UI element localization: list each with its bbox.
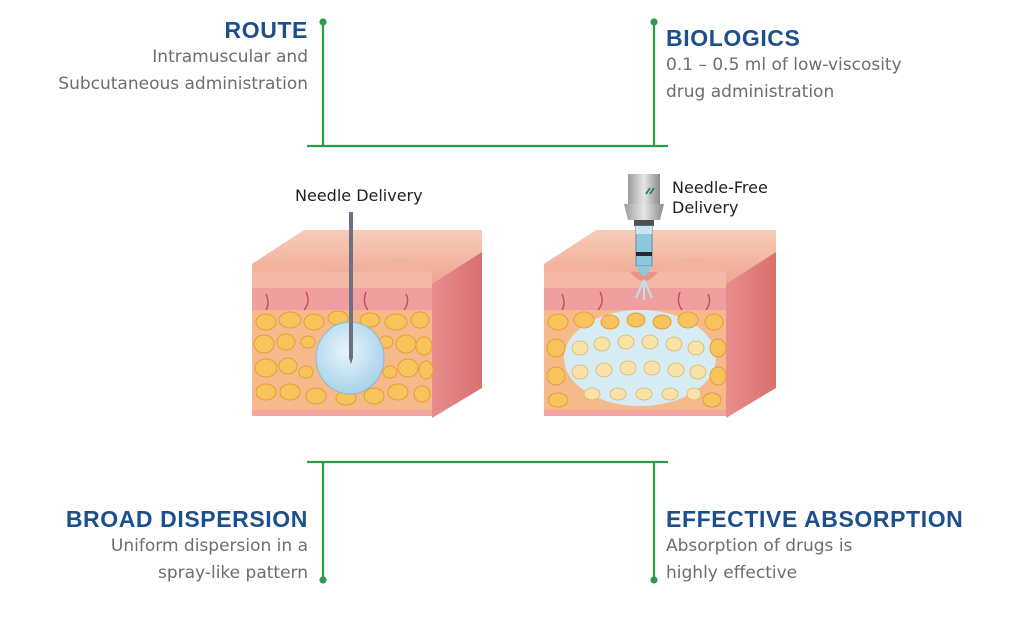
route-block: ROUTE Intramuscular and Subcutaneous adm… <box>58 16 308 98</box>
needle-icon <box>349 212 353 358</box>
needle-free-label-line-1: Needle-Free <box>672 178 768 197</box>
needle-free-skin-illustration <box>544 174 776 418</box>
broad-dispersion-title: BROAD DISPERSION <box>65 506 308 532</box>
needle-free-injector-icon <box>624 174 664 276</box>
broad-dispersion-line-2: spray-like pattern <box>158 563 308 583</box>
needle-free-label-line-2: Delivery <box>672 198 739 217</box>
broad-dispersion-block: BROAD DISPERSION Uniform dispersion in a… <box>66 505 308 587</box>
route-line-2: Subcutaneous administration <box>58 74 308 94</box>
effective-absorption-line-2: highly effective <box>666 563 798 583</box>
route-title: ROUTE <box>224 17 308 43</box>
biologics-line-2: drug administration <box>666 82 835 102</box>
bottom-right-dot <box>650 576 658 584</box>
needle-delivery-label: Needle Delivery <box>295 186 423 205</box>
bottom-left-dot <box>319 576 327 584</box>
biologics-title: BIOLOGICS <box>666 25 801 51</box>
broad-dispersion-line-1: Uniform dispersion in a <box>110 536 308 556</box>
effective-absorption-line-1: Absorption of drugs is <box>666 536 853 556</box>
top-left-dot <box>319 18 327 26</box>
biologics-block: BIOLOGICS 0.1 – 0.5 ml of low-viscosity … <box>666 24 902 106</box>
top-right-dot <box>650 18 658 26</box>
effective-absorption-block: EFFECTIVE ABSORPTION Absorption of drugs… <box>666 505 963 587</box>
biologics-line-1: 0.1 – 0.5 ml of low-viscosity <box>666 55 902 75</box>
needle-skin-illustration <box>252 212 482 418</box>
route-line-1: Intramuscular and <box>152 47 308 67</box>
effective-absorption-title: EFFECTIVE ABSORPTION <box>666 506 964 532</box>
